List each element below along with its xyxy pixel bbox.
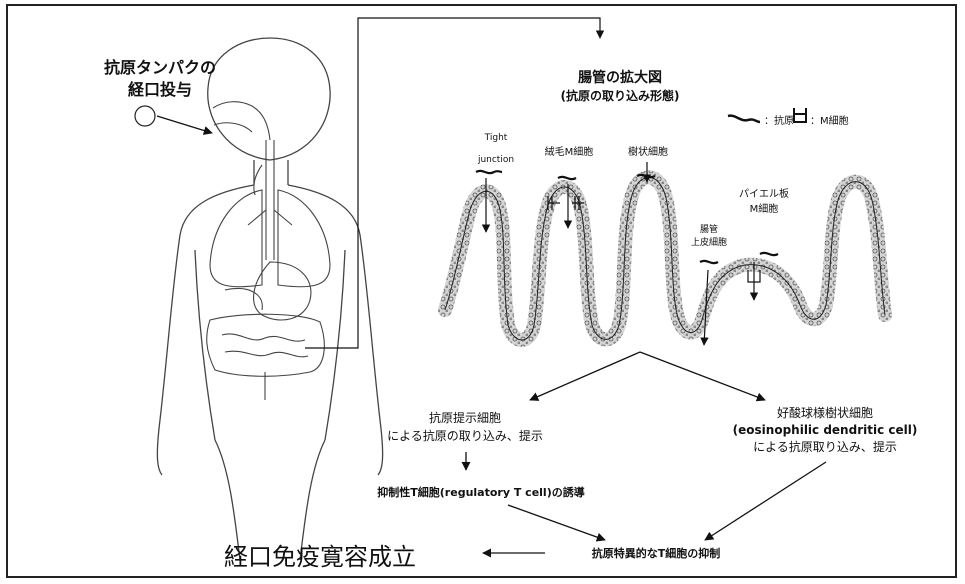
oral-administration-label: 抗原タンパクの 経口投与 [100,57,220,101]
tight-junction-label: Tight junction [466,127,526,171]
epithelial-cell-line-1: 腸管 [684,224,734,237]
peyer-m-cell-line-2: M細胞 [726,202,802,217]
apc-pathway-label: 抗原提示細胞 による抗原の取り込み、提示 [370,409,560,445]
eos-pathway-label: 好酸球様樹状細胞 (eosinophilic dendritic cell) に… [730,405,920,456]
treg-induction-label: 抑制性T細胞(regulatory T cell)の誘導 [351,484,611,500]
lungs-outline [210,190,330,287]
dendritic-cell-label: 樹状細胞 [616,143,680,158]
epithelial-cell-line-2: 上皮細胞 [684,237,734,250]
oral-label-line-2: 経口投与 [100,79,220,101]
intestine-subtitle: (抗原の取り込み形態) [555,87,685,104]
oral-tolerance-result: 経口免疫寛容成立 [224,537,484,572]
legend-mcell-icon [794,108,806,122]
eos-line-2: (eosinophilic dendritic cell) [730,422,920,439]
villus-m-cell-label: 絨毛M細胞 [534,143,604,158]
oral-arrow [157,116,212,133]
legend-mcell-label: ：M細胞 [810,112,849,127]
antigen-circle [135,106,155,126]
tight-junction-line-2: junction [466,149,526,171]
airway-outline [213,102,274,260]
eos-line-3: による抗原取り込み、提示 [730,439,920,456]
peyer-m-cell-label: パイエル板 M細胞 [726,187,802,217]
human-body-outline [157,38,382,560]
apc-line-2: による抗原の取り込み、提示 [370,427,560,445]
tight-junction-line-1: Tight [466,127,526,149]
legend-antigen-label: ：抗原 [764,112,794,127]
legend-antigen-squiggle [728,116,760,122]
digestive-organs-outline [207,262,325,400]
t-cell-suppression-label: 抗原特異的なT細胞の抑制 [556,545,756,561]
epithelial-cell-label: 腸管 上皮細胞 [684,224,734,250]
intestine-title: 腸管の拡大図 [560,67,680,87]
eos-line-1: 好酸球様樹状細胞 [730,405,920,422]
oral-label-line-1: 抗原タンパクの [100,57,220,79]
peyer-m-cell-line-1: パイエル板 [726,187,802,202]
apc-line-1: 抗原提示細胞 [370,409,560,427]
villi-epithelium [445,177,885,340]
